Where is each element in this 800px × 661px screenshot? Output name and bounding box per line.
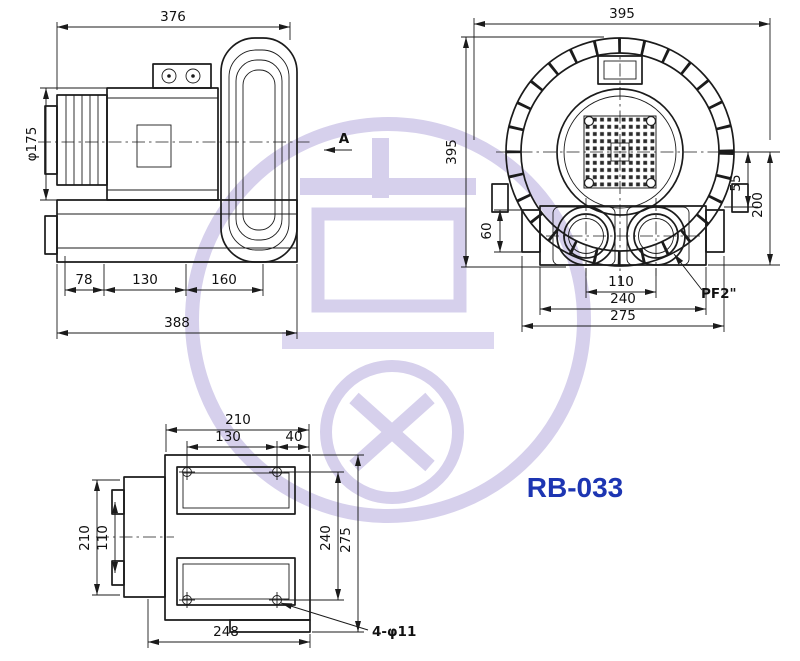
- watermark-stroke-box: [311, 207, 467, 313]
- dim-376-text: 376: [160, 9, 186, 25]
- dim-60-text: 60: [479, 222, 495, 239]
- watermark-x-circle: [320, 360, 464, 504]
- section-arrow-label: A: [339, 131, 350, 147]
- dim-130-text: 130: [215, 429, 241, 445]
- dim-395h-text: 395: [444, 139, 460, 165]
- dim-130-40: 130 40: [186, 429, 309, 464]
- dim-240: 240: [539, 267, 707, 315]
- model-number-label: RB-033: [527, 472, 623, 503]
- side-view-terminal-box: [152, 63, 212, 89]
- port-thread-label: PF2": [701, 286, 737, 302]
- watermark-logo: [185, 117, 591, 523]
- side-view-shaft-gland: [44, 94, 108, 186]
- front-view-centerlines: [496, 40, 746, 284]
- dim-275: 275: [521, 256, 725, 332]
- dim-210-left: 210: [77, 479, 120, 596]
- dim-248-text: 248: [213, 624, 239, 640]
- grille-bolt-icon: [645, 115, 657, 127]
- watermark-stroke-lower-bar: [282, 332, 494, 349]
- dim-240-right: 240: [284, 471, 344, 601]
- dim-160-text: 160: [211, 272, 237, 288]
- side-view: A 376 φ175 78: [24, 9, 352, 339]
- watermark-stroke-vertical: [372, 138, 389, 198]
- dim-248: 248: [147, 599, 311, 648]
- dim-base-segments: 78 130 160: [64, 256, 264, 296]
- front-view-left-tab: [491, 183, 509, 213]
- dim-phi175-text: φ175: [24, 127, 40, 162]
- dim-motor-diameter: φ175: [24, 87, 107, 201]
- dim-275-right: 275: [312, 454, 364, 633]
- side-view-dimensions: 376 φ175 78 130 160: [24, 9, 298, 339]
- dim-78-text: 78: [75, 272, 92, 288]
- dim-395-height: 395: [444, 36, 604, 268]
- front-view-top-tab: [597, 55, 643, 85]
- dim-275right-text: 275: [338, 527, 354, 553]
- dim-200-text: 200: [750, 192, 766, 218]
- side-view-base: [44, 199, 298, 263]
- dim-40-text: 40: [285, 429, 302, 445]
- section-view-arrow: A: [324, 131, 352, 153]
- grille-bolt-icon: [645, 177, 657, 189]
- dim-395-width: 395: [473, 6, 771, 140]
- dim-210-top: 210: [165, 412, 310, 452]
- front-view-dimensions: 395 395 60 55: [444, 6, 780, 332]
- grille-bolt-icon: [583, 177, 595, 189]
- dim-110: 110: [585, 268, 657, 298]
- dim-60: 60: [479, 209, 540, 253]
- dim-240right-text: 240: [318, 525, 334, 551]
- dim-388-text: 388: [164, 315, 190, 331]
- dim-55-text: 55: [728, 174, 744, 191]
- dim-275-text: 275: [610, 308, 636, 324]
- holes-callout: 4-φ11: [280, 602, 416, 640]
- bottom-slot: [176, 557, 296, 606]
- mounting-holes: [179, 464, 285, 608]
- top-slot: [176, 466, 296, 515]
- bottom-view: 210 130 40 210 110: [77, 412, 416, 648]
- port-thread-callout: PF2": [673, 253, 737, 302]
- grille-bolt-icon: [583, 115, 595, 127]
- dim-110left-text: 110: [95, 525, 111, 551]
- dim-376: 376: [56, 9, 291, 90]
- dim-388: 388: [56, 264, 298, 339]
- side-view-motor: [106, 87, 219, 201]
- dim-240-text: 240: [610, 291, 636, 307]
- dim-395w-text: 395: [609, 6, 635, 22]
- watermark-x-stroke-2: [349, 392, 435, 472]
- dim-200: 200: [708, 152, 780, 266]
- side-view-scroll-housing: [220, 37, 298, 263]
- front-view: 395 395 60 55: [444, 6, 780, 332]
- dim-210top-text: 210: [225, 412, 251, 428]
- watermark-ring: [185, 117, 591, 523]
- dim-130-text: 130: [132, 272, 158, 288]
- holes-callout-label: 4-φ11: [372, 624, 416, 640]
- dim-110-left: 110: [95, 502, 118, 573]
- dim-210left-text: 210: [77, 525, 93, 551]
- bottom-view-dimensions: 210 130 40 210 110: [77, 412, 416, 648]
- dim-110-text: 110: [608, 274, 634, 290]
